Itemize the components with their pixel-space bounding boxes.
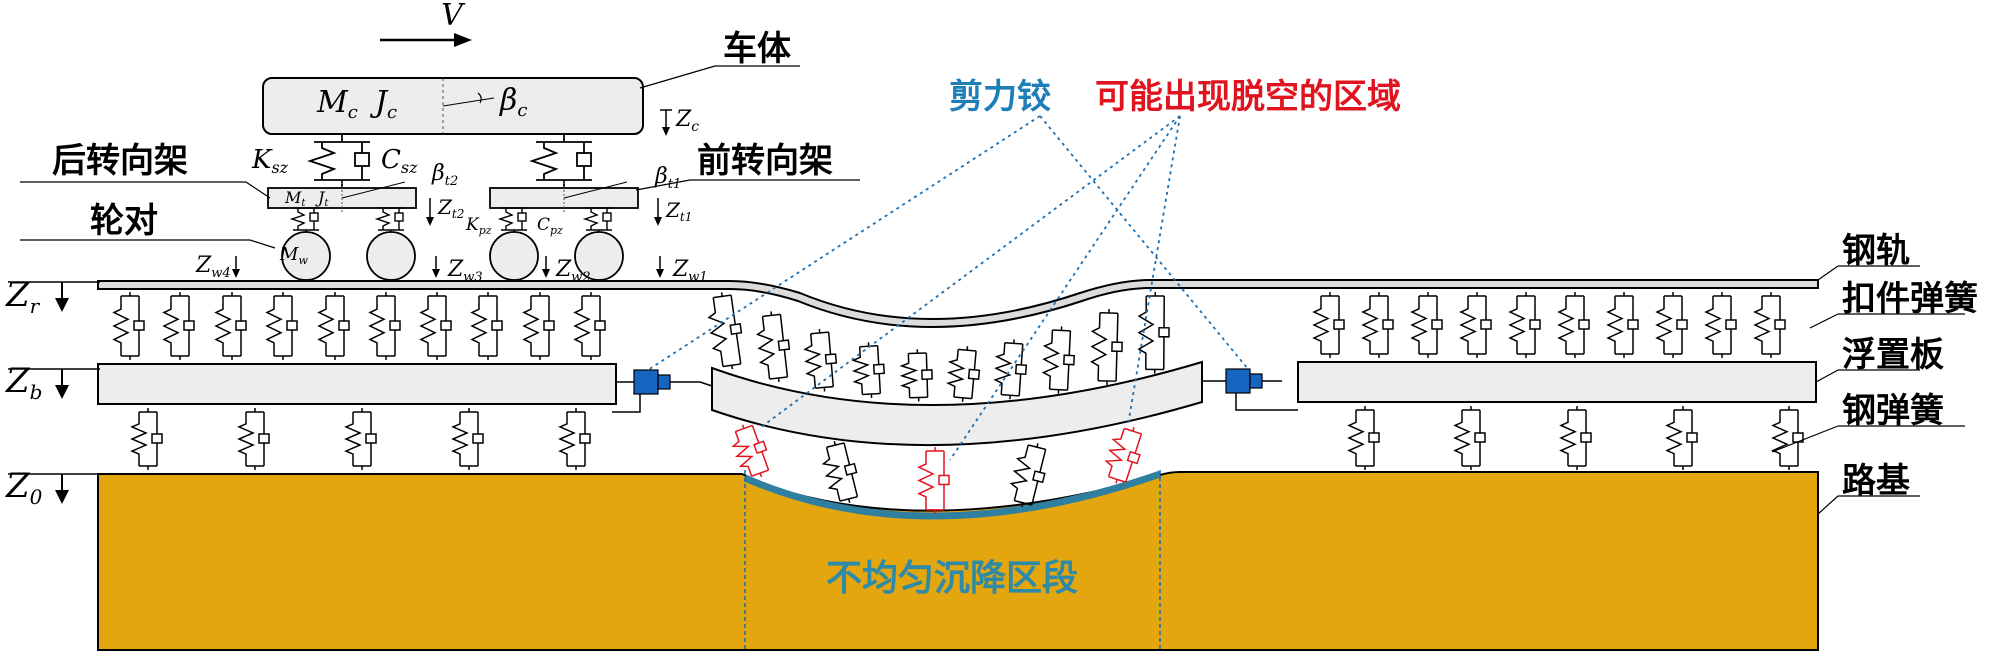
velocity-label: V <box>441 0 466 33</box>
front-bogie-disp-symbol: Zt1 <box>665 198 692 224</box>
fastener-spring <box>524 292 554 360</box>
steel-spring <box>1561 406 1591 470</box>
wheel-disp-arrow <box>432 256 440 278</box>
fastener-spring <box>164 292 194 360</box>
steel-spring <box>1455 406 1485 470</box>
rail <box>98 280 1818 327</box>
fastener-spring <box>1510 292 1540 358</box>
fastener-spring <box>1608 292 1638 358</box>
rear-bogie-pitch-symbol: βt2 <box>431 161 458 189</box>
car-body-leader <box>640 66 715 88</box>
floating-slab-label: 浮置板 <box>1842 335 1944 375</box>
fastener-spring <box>319 292 349 360</box>
steel-spring <box>453 408 483 470</box>
fastener-spring <box>1706 292 1736 358</box>
primary-stiffness-symbol: Kpz <box>465 215 492 237</box>
secondary-stiffness-symbol: Ksz <box>251 145 289 177</box>
car-disp-symbol: Zc <box>675 107 699 135</box>
wheel <box>367 232 415 280</box>
steel-spring <box>346 408 376 470</box>
fastener-spring <box>1412 292 1442 358</box>
fastener-spring <box>803 328 838 393</box>
steel-spring <box>819 438 863 507</box>
car-body-label: 车体 <box>723 29 791 69</box>
settlement-section-label: 不均匀沉降区段 <box>826 558 1078 599</box>
wheel <box>490 232 538 280</box>
wheel-disp-arrow <box>656 256 664 278</box>
rear-secondary-suspension <box>310 134 370 188</box>
fastener-spring <box>755 310 793 384</box>
fastener-spring <box>1657 292 1687 358</box>
rear-bogie-disp-arrow <box>426 198 434 226</box>
fastener-spring <box>706 290 747 371</box>
front-bogie-label: 前转向架 <box>697 141 833 181</box>
car-disp-arrow <box>660 110 672 136</box>
shear-hinge-label: 剪力铰 <box>949 77 1051 117</box>
wheel-disp-arrow <box>542 256 550 278</box>
rear-bogie-label: 后转向架 <box>52 141 188 181</box>
primary-suspension <box>377 208 404 234</box>
shear-hinge-right <box>1202 369 1298 410</box>
primary-suspension <box>500 208 527 234</box>
primary-suspension <box>292 208 319 234</box>
fastener-spring-label: 扣件弹簧 <box>1842 279 1978 319</box>
steel-spring <box>1349 406 1379 470</box>
velocity-arrow <box>380 33 472 47</box>
wheel-disp-arrow <box>232 256 240 278</box>
fastener-spring <box>852 341 885 398</box>
steel-spring <box>1667 406 1697 470</box>
subgrade-label: 路基 <box>1842 461 1910 501</box>
front-bogie-pitch-symbol: βt1 <box>654 164 681 192</box>
primary-damping-symbol: Cpz <box>537 215 563 237</box>
w4-symbol: Zw4 <box>195 253 231 281</box>
rear-bogie-disp-symbol: Zt2 <box>437 195 464 221</box>
fastener-spring <box>267 292 297 360</box>
rail-label: 钢轨 <box>1842 231 1910 271</box>
wheelset-label: 轮对 <box>90 201 158 241</box>
fastener-spring <box>421 292 451 360</box>
steel-spring-label: 钢弹簧 <box>1842 391 1944 431</box>
fastener-spring <box>370 292 400 360</box>
fastener-spring <box>994 338 1028 400</box>
ground-disp-symbol: Z0 <box>5 466 43 509</box>
fastener-spring <box>216 292 246 360</box>
w1-symbol: Zw1 <box>672 257 708 285</box>
void-steel-spring <box>919 447 949 514</box>
steel-spring <box>132 408 162 470</box>
rear-bogie-leader-2 <box>246 182 270 198</box>
fastener-spring <box>1461 292 1491 358</box>
fastener-spring <box>1091 309 1123 386</box>
fastener-spring <box>575 292 605 360</box>
shear-hinge-left <box>612 370 712 412</box>
floating-slab-middle <box>712 362 1202 445</box>
secondary-damping-symbol: Csz <box>381 145 418 177</box>
void-region-label: 可能出现脱空的区域 <box>1095 77 1401 117</box>
floating-slab-right <box>1298 362 1816 402</box>
steel-spring <box>560 408 590 470</box>
fastener-spring <box>947 345 982 403</box>
steel-spring <box>1007 439 1052 510</box>
fastener-spring <box>901 349 932 402</box>
fastener-spring <box>472 292 502 360</box>
slab-disp-symbol: Zb <box>5 361 42 404</box>
wheelset-leader-2 <box>250 240 275 248</box>
primary-suspension <box>585 208 612 234</box>
front-bogie-disp-arrow <box>654 198 662 226</box>
floating-slab-left <box>98 364 616 404</box>
front-secondary-suspension <box>532 134 592 188</box>
steel-spring <box>239 408 269 470</box>
fastener-spring <box>1559 292 1589 358</box>
w3-symbol: Zw3 <box>447 257 483 285</box>
fastener-spring <box>1755 292 1785 358</box>
fastener-spring <box>1363 292 1393 358</box>
fastener-spring <box>1314 292 1344 358</box>
fastener-spring <box>1042 326 1075 395</box>
fastener-spring <box>114 292 144 360</box>
steel-spring <box>1773 406 1803 470</box>
